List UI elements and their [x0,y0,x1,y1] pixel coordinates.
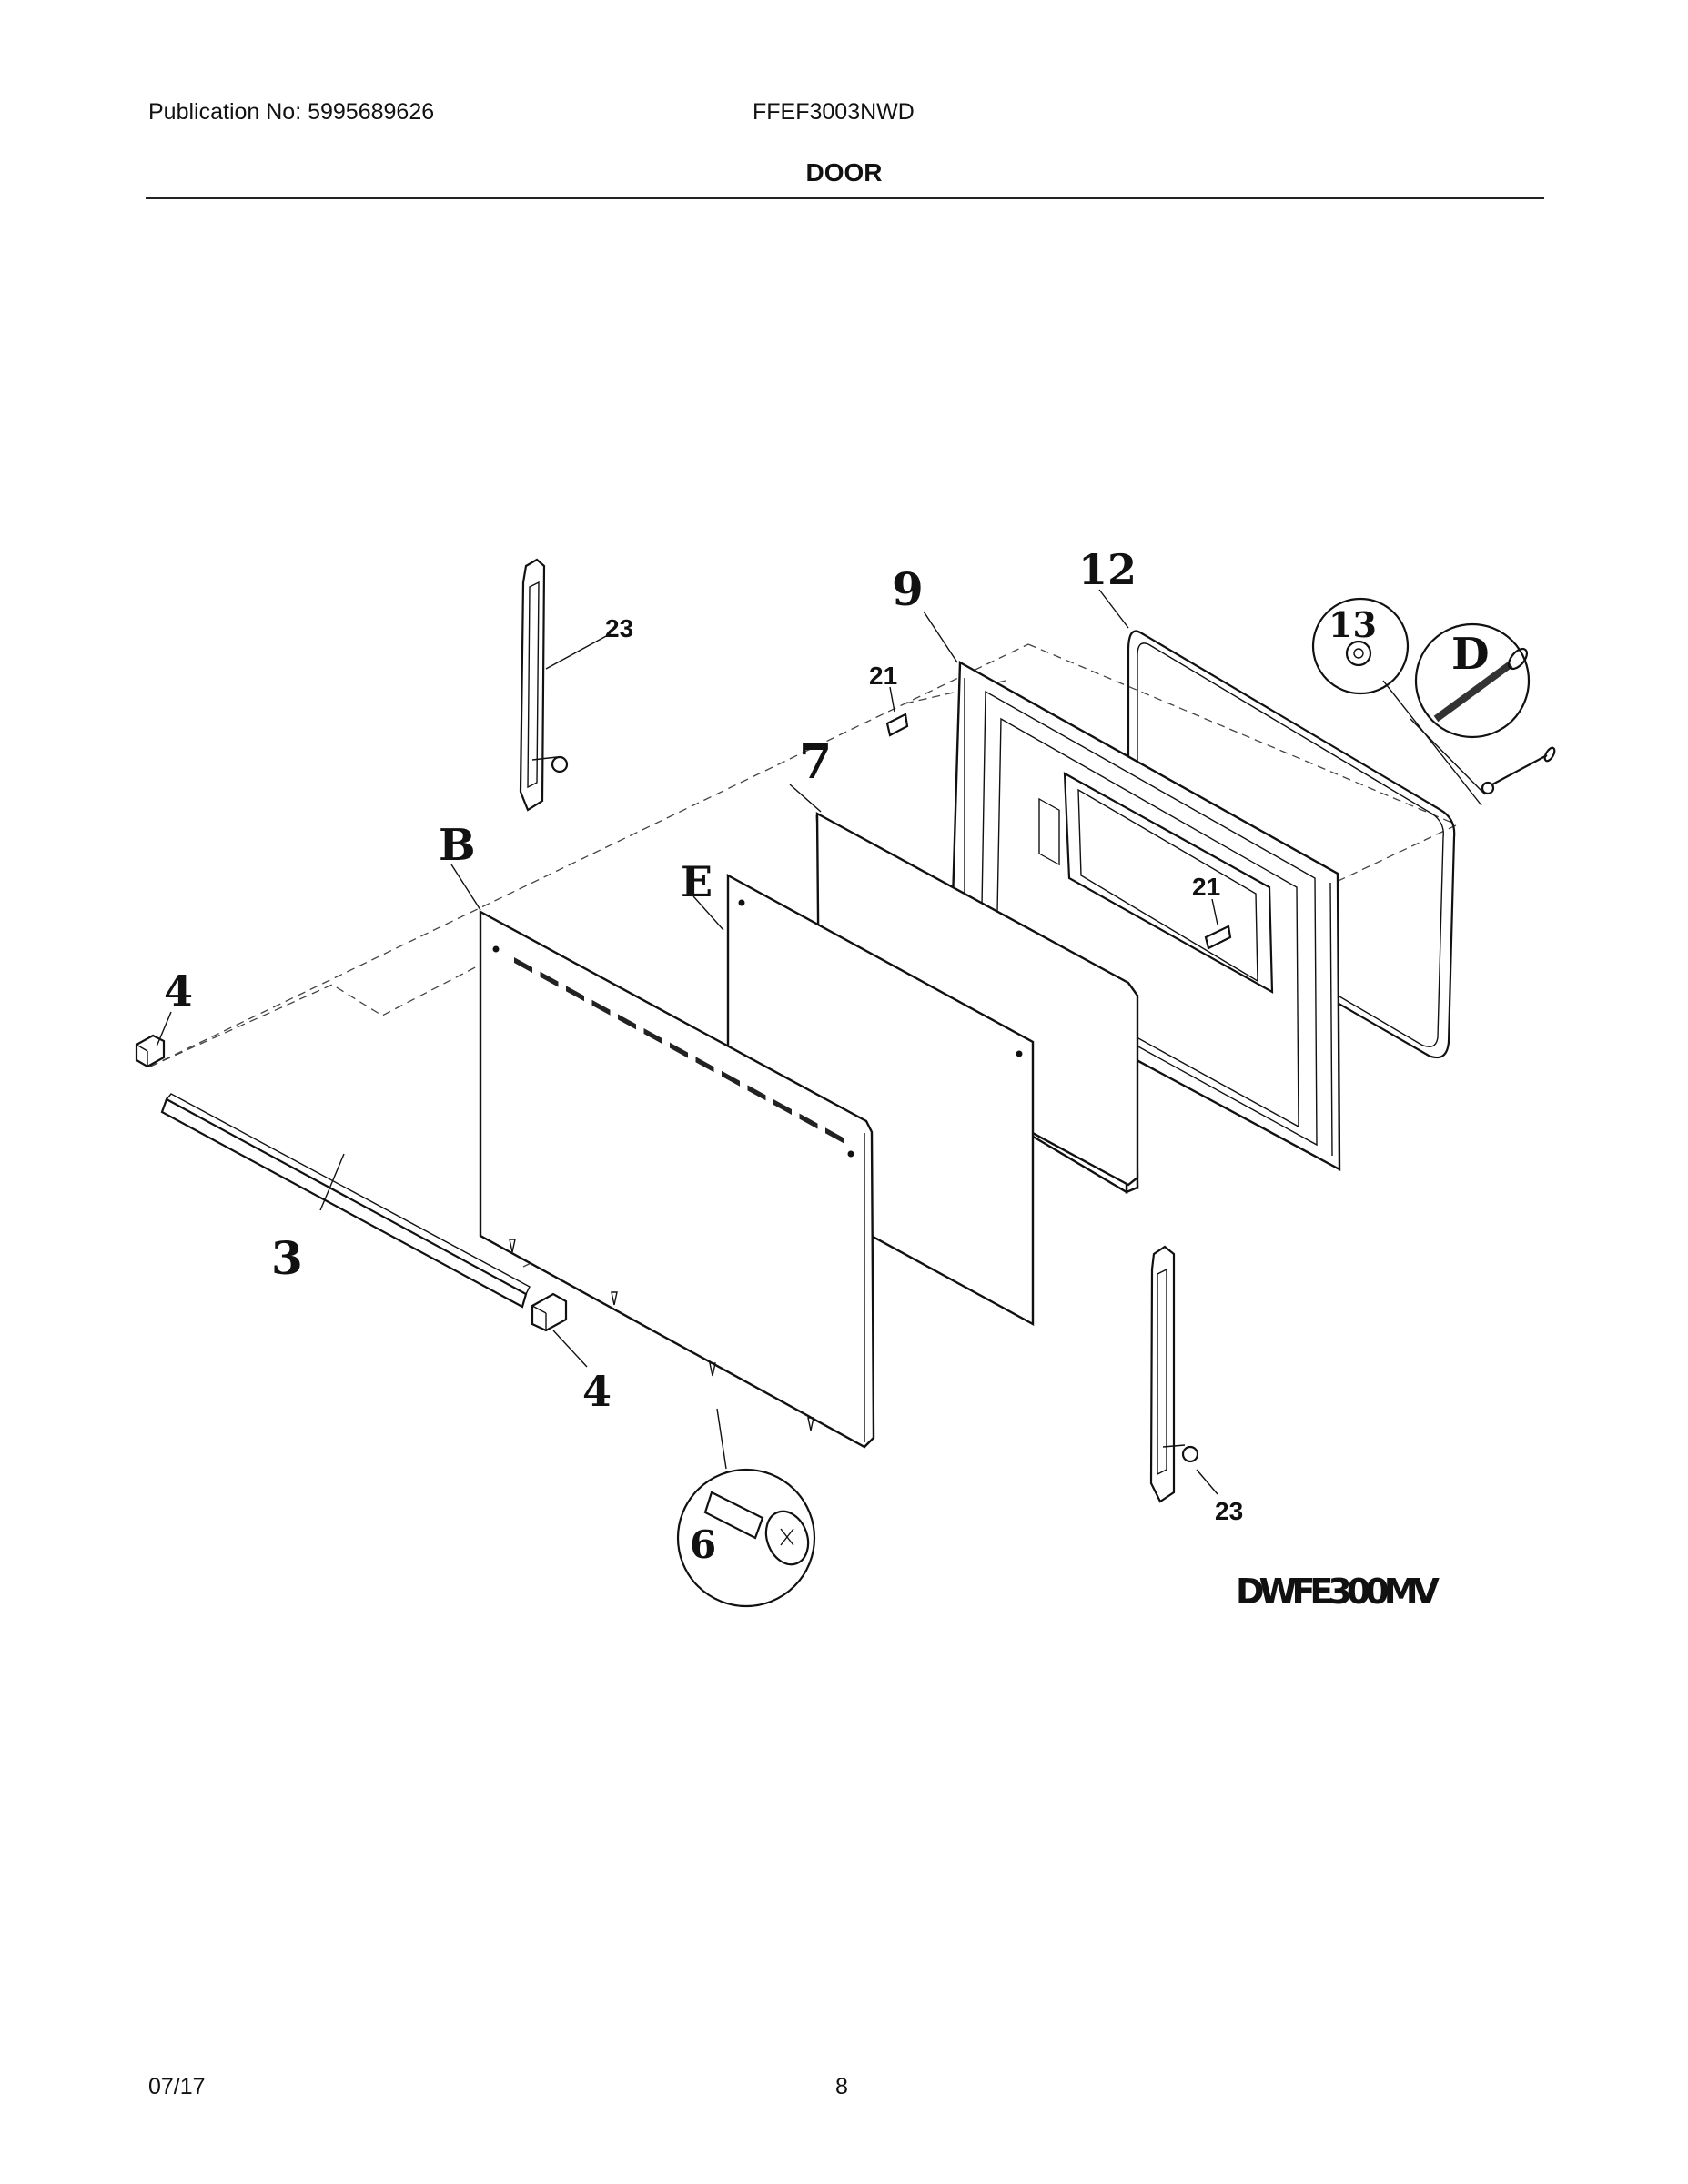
callout-screw: 6 [690,1522,716,1567]
callout-end-cap-right: 4 [582,1367,612,1416]
callout-outer-panel: B [439,820,476,871]
callout-trim-strip: 3 [271,1231,303,1285]
screw-detail [676,1468,816,1608]
pin-detail [1382,622,1531,806]
end-cap-left-part [135,1034,166,1068]
callout-liner: 9 [892,562,924,616]
outer-door-panel [479,909,875,1449]
vent-slot [825,1127,844,1144]
model-number: FFEF3003NWD [753,99,915,125]
publication-number: Publication No: 5995689626 [148,99,435,125]
vent-slots [514,957,844,1144]
vent-slot [514,957,532,973]
vent-slot [747,1085,766,1101]
vent-slot [643,1028,662,1044]
callout-hinge-top: 23 [605,614,633,642]
callout-end-cap-left: 4 [164,966,193,1016]
vent-slot [773,1099,792,1115]
vent-slot [695,1057,714,1073]
hinge-top-part [519,558,569,812]
figure-code: DWFE300MV [1236,1572,1440,1612]
callout-washer: 13 [1329,604,1377,645]
vent-slot [722,1070,740,1087]
leader-lines [156,589,1218,1495]
clip-parts [885,713,1232,950]
page-number: 8 [835,2074,848,2099]
washer-detail [1311,597,1410,695]
panel-screws [509,1239,814,1431]
callout-clip-top: 21 [869,662,897,690]
vent-slot [540,971,559,987]
callout-gasket: 12 [1078,545,1137,594]
door-gasket [1127,630,1456,1059]
vent-slot [566,986,584,1002]
callout-pin: D [1451,629,1490,680]
end-cap-right-part [531,1292,568,1332]
callout-clip-mid: 21 [1192,873,1220,901]
hinge-bottom-part [1149,1245,1199,1503]
callout-hinge-bottom: 23 [1215,1497,1243,1525]
footer-date: 07/17 [148,2074,206,2099]
vent-slot [618,1014,636,1030]
trim-strip [160,1093,531,1309]
section-title: DOOR [805,158,883,187]
vent-slot [591,999,611,1016]
vent-slot [670,1042,688,1058]
callout-labels: 23 23 21 21 B E 7 9 12 13 D 4 4 3 6 DWFE… [164,545,1490,1612]
callout-insulation: 7 [799,734,832,790]
header-divider [146,197,1544,199]
pin-part [1481,746,1556,795]
callout-glass: E [681,857,713,906]
vent-slot [799,1113,818,1129]
